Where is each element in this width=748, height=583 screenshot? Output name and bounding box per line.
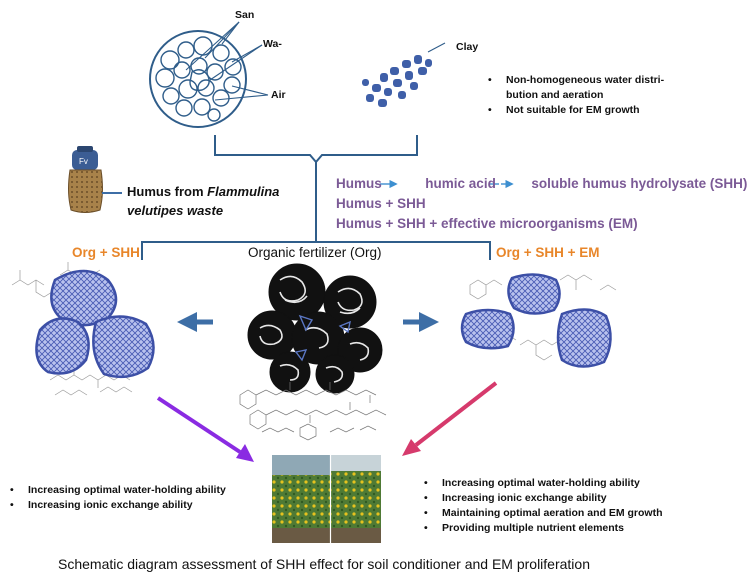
right-effect-item: Providing multiple nutrient elements	[420, 521, 663, 536]
fertilizer-chemical-structures	[239, 382, 387, 441]
svg-text:Fv: Fv	[79, 157, 88, 166]
process-step-2: Humus + SHH	[336, 196, 426, 211]
right-effects-list: Increasing optimal water-holding ability…	[420, 476, 663, 536]
left-soil-aggregate	[11, 262, 155, 396]
left-effect-item: Increasing ionic exchange ability	[6, 498, 226, 513]
process-step-1: Humus humic acid soluble humus hydrolysa…	[336, 176, 747, 191]
soil-particle-diagram	[149, 21, 269, 128]
sunflower-pot-photos	[272, 455, 381, 543]
process-humus: Humus	[336, 176, 382, 191]
left-effects-list: Increasing optimal water-holding ability…	[6, 483, 226, 513]
process-step-3: Humus + SHH + effective microorganisms (…	[336, 216, 638, 231]
purple-arrow	[156, 396, 254, 462]
soil-note-1: Non-homogeneous water distri-	[484, 73, 664, 88]
right-effect-item: Increasing optimal water-holding ability	[420, 476, 663, 491]
humus-source-line2: velutipes waste	[127, 203, 223, 218]
branch-left-label: Org + SHH	[72, 245, 140, 260]
figure-caption: Schematic diagram assessment of SHH effe…	[58, 556, 590, 572]
branch-connector	[141, 241, 491, 260]
soil-note-2: Not suitable for EM growth	[484, 103, 664, 118]
magenta-arrow	[402, 381, 498, 456]
clay-particles	[362, 55, 432, 107]
humus-source-line1: Humus from Flammulina	[127, 184, 279, 199]
process-humic-acid: humic acid	[425, 176, 496, 191]
right-effect-item: Maintaining optimal aeration and EM grow…	[420, 506, 663, 521]
right-effect-item: Increasing ionic exchange ability	[420, 491, 663, 506]
soil-problem-notes: Non-homogeneous water distri- bution and…	[484, 73, 664, 118]
water-label: Wa-	[263, 38, 282, 50]
process-shh: soluble humus hydrolysate (SHH)	[531, 176, 748, 191]
soil-note-1-continued: bution and aeration	[506, 89, 604, 101]
combining-brace	[214, 135, 418, 164]
left-effect-item: Increasing optimal water-holding ability	[6, 483, 226, 498]
branch-right-label: Org + SHH + EM	[496, 245, 600, 260]
sand-label: San	[235, 9, 254, 21]
air-label: Air	[271, 89, 286, 101]
organic-fertilizer-aggregate	[247, 263, 383, 394]
right-soil-aggregate	[460, 273, 617, 368]
branch-center-label: Organic fertilizer (Org)	[248, 245, 382, 260]
clay-pointer	[427, 42, 446, 53]
humus-jar-icon: Fv	[68, 146, 103, 213]
clay-label: Clay	[456, 41, 478, 53]
